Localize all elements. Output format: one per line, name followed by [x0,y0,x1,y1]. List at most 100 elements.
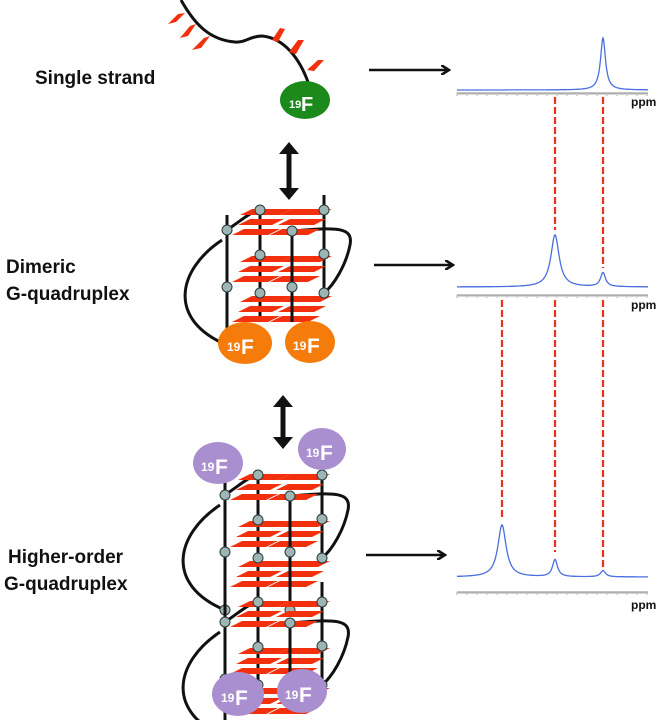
ppm-axis-3 [456,591,648,595]
guanine-node [252,469,264,481]
fluorine-label-higher-top-left: 19 F [193,442,243,484]
base-diamond [180,24,196,38]
g-tetrad-plane [236,531,282,537]
g-tetrad-plane [238,561,290,567]
fluorine-label-higher-bottom-left: 19 F [212,672,264,716]
g-tetrad-plane [232,276,280,282]
loop-left [183,238,228,347]
equilibrium-arrow-1 [279,142,299,200]
svg-text:F: F [241,336,254,359]
guanine-node [252,514,264,526]
ppm-label-3: ppm [631,598,656,612]
g-tetrad-plane [276,658,324,664]
fluorine-label-single: 19 F [280,81,330,119]
guanine-node [252,596,264,608]
label-single-strand: Single strand [35,68,155,89]
guanine-node [286,281,298,293]
label-higher-order-line2: G-quadruplex [4,574,128,595]
single-strand-illustration: 19 F [168,0,330,119]
g-tetrad-plane [238,648,290,654]
loop-right [289,619,350,687]
guanine-node [221,281,233,293]
fluorine-label-dimer-left: 19 F [218,322,272,364]
nmr-spectra [456,36,648,595]
svg-text:F: F [320,442,333,465]
g-tetrad-plane [238,601,290,607]
guanine-node [252,641,264,653]
g-tetrad-plane [278,306,326,312]
g-tetrad-plane [270,276,320,282]
g-tetrad-plane [276,484,324,490]
g-tetrad-plane [232,316,280,322]
guanine-node [318,248,330,260]
loop-left [181,503,226,612]
guanine-node [316,469,328,481]
g-tetrad-plane [238,474,290,480]
base-diamonds [168,13,324,71]
guanine-node [284,617,296,629]
guanine-node [318,204,330,216]
spectrum-trace-2 [457,233,648,288]
g-tetrad-plane [276,531,324,537]
g-tetrad-plane [230,621,278,627]
spectrum-trace-3 [457,523,648,578]
ppm-label-1: ppm [631,95,656,109]
g-tetrad-plane [238,306,284,312]
svg-text:19: 19 [201,460,215,474]
fluorine-label-higher-top-right: 19 F [298,428,346,470]
g-tetrad-plane [240,209,292,215]
loop-right [291,227,352,295]
guanine-node [316,640,328,652]
base-diamond [272,28,285,42]
fluorine-label-dimer-right: 19 F [285,321,335,363]
base-diamond [192,36,210,50]
guanine-node [254,249,266,261]
guanine-node [254,204,266,216]
equilibrium-arrow-2 [273,395,293,449]
g-tetrad-plane [230,541,278,547]
svg-text:F: F [215,456,228,479]
svg-text:F: F [235,687,248,710]
g-tetrad-plane [268,541,318,547]
g-tetrad-plane [232,229,280,235]
g-tetrad-plane [230,581,278,587]
base-diamond [307,60,324,71]
g-tetrad-plane [236,611,282,617]
fluorine-label-higher-bottom-right: 19 F [277,669,327,713]
svg-text:19: 19 [293,339,307,353]
g-tetrad-plane [270,316,320,322]
g-tetrad-plane [236,658,282,664]
guanine-node [284,490,296,502]
g-tetrad-plane [278,219,326,225]
guanine-node [252,552,264,564]
g-tetrad-plane [240,256,292,262]
g-tetrad-plane [278,266,326,272]
guanine-node [219,546,231,558]
svg-text:F: F [301,94,313,116]
guanine-node [219,616,231,628]
guanine-node [316,513,328,525]
svg-text:19: 19 [221,691,235,705]
svg-text:F: F [307,335,320,358]
label-dimeric-line2: G-quadruplex [6,284,130,305]
ppm-axis-1 [456,92,648,96]
guanine-node [254,287,266,299]
loop-left [181,630,221,720]
label-higher-order-line1: Higher-order [8,547,124,568]
guanine-node [284,546,296,558]
guanine-node [286,225,298,237]
g-tetrad-plane [240,296,292,302]
svg-text:19: 19 [306,446,320,460]
ppm-label-2: ppm [631,298,656,312]
spectrum-trace-1 [457,36,648,91]
g-tetrad-plane [238,219,284,225]
g-tetrad-plane [268,581,318,587]
svg-text:19: 19 [289,99,301,111]
g-tetrad-plane [238,521,290,527]
g-tetrad-plane [230,494,278,500]
base-diamond [289,40,304,54]
g-tetrad-plane [276,611,324,617]
guanine-node [318,287,330,299]
guanine-node [316,552,328,564]
